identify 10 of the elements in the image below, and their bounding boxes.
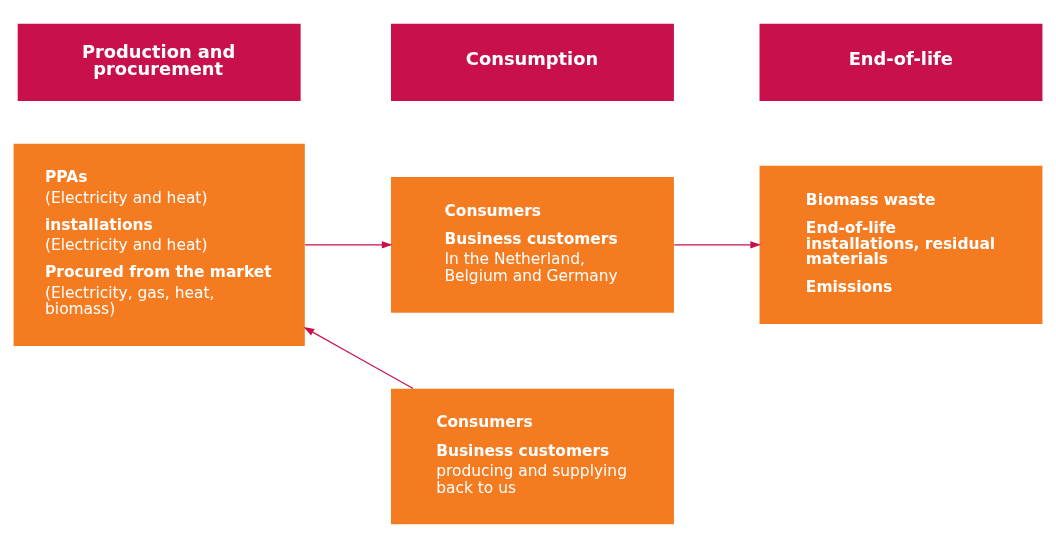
node-box: Production and procurement [17,23,301,101]
node-box: Consumers Business customers producing and supplying back to us [391,388,674,524]
node-box: Consumption [391,23,674,101]
node-box: Consumers Business customers In the Netherland, Belgium and Germany [391,176,674,313]
node-box: PPAs (Electricity and heat) installations (Electricity and heat) Procured from the market (Electricity, gas, heat, biomass) [13,143,305,346]
arrow [673,240,762,249]
node-box: Biomass waste End-of-life installations, residual materials Emissions [759,165,1043,324]
arrow [304,240,393,249]
node-box: End-of-life [759,23,1043,101]
arrow [303,326,414,389]
